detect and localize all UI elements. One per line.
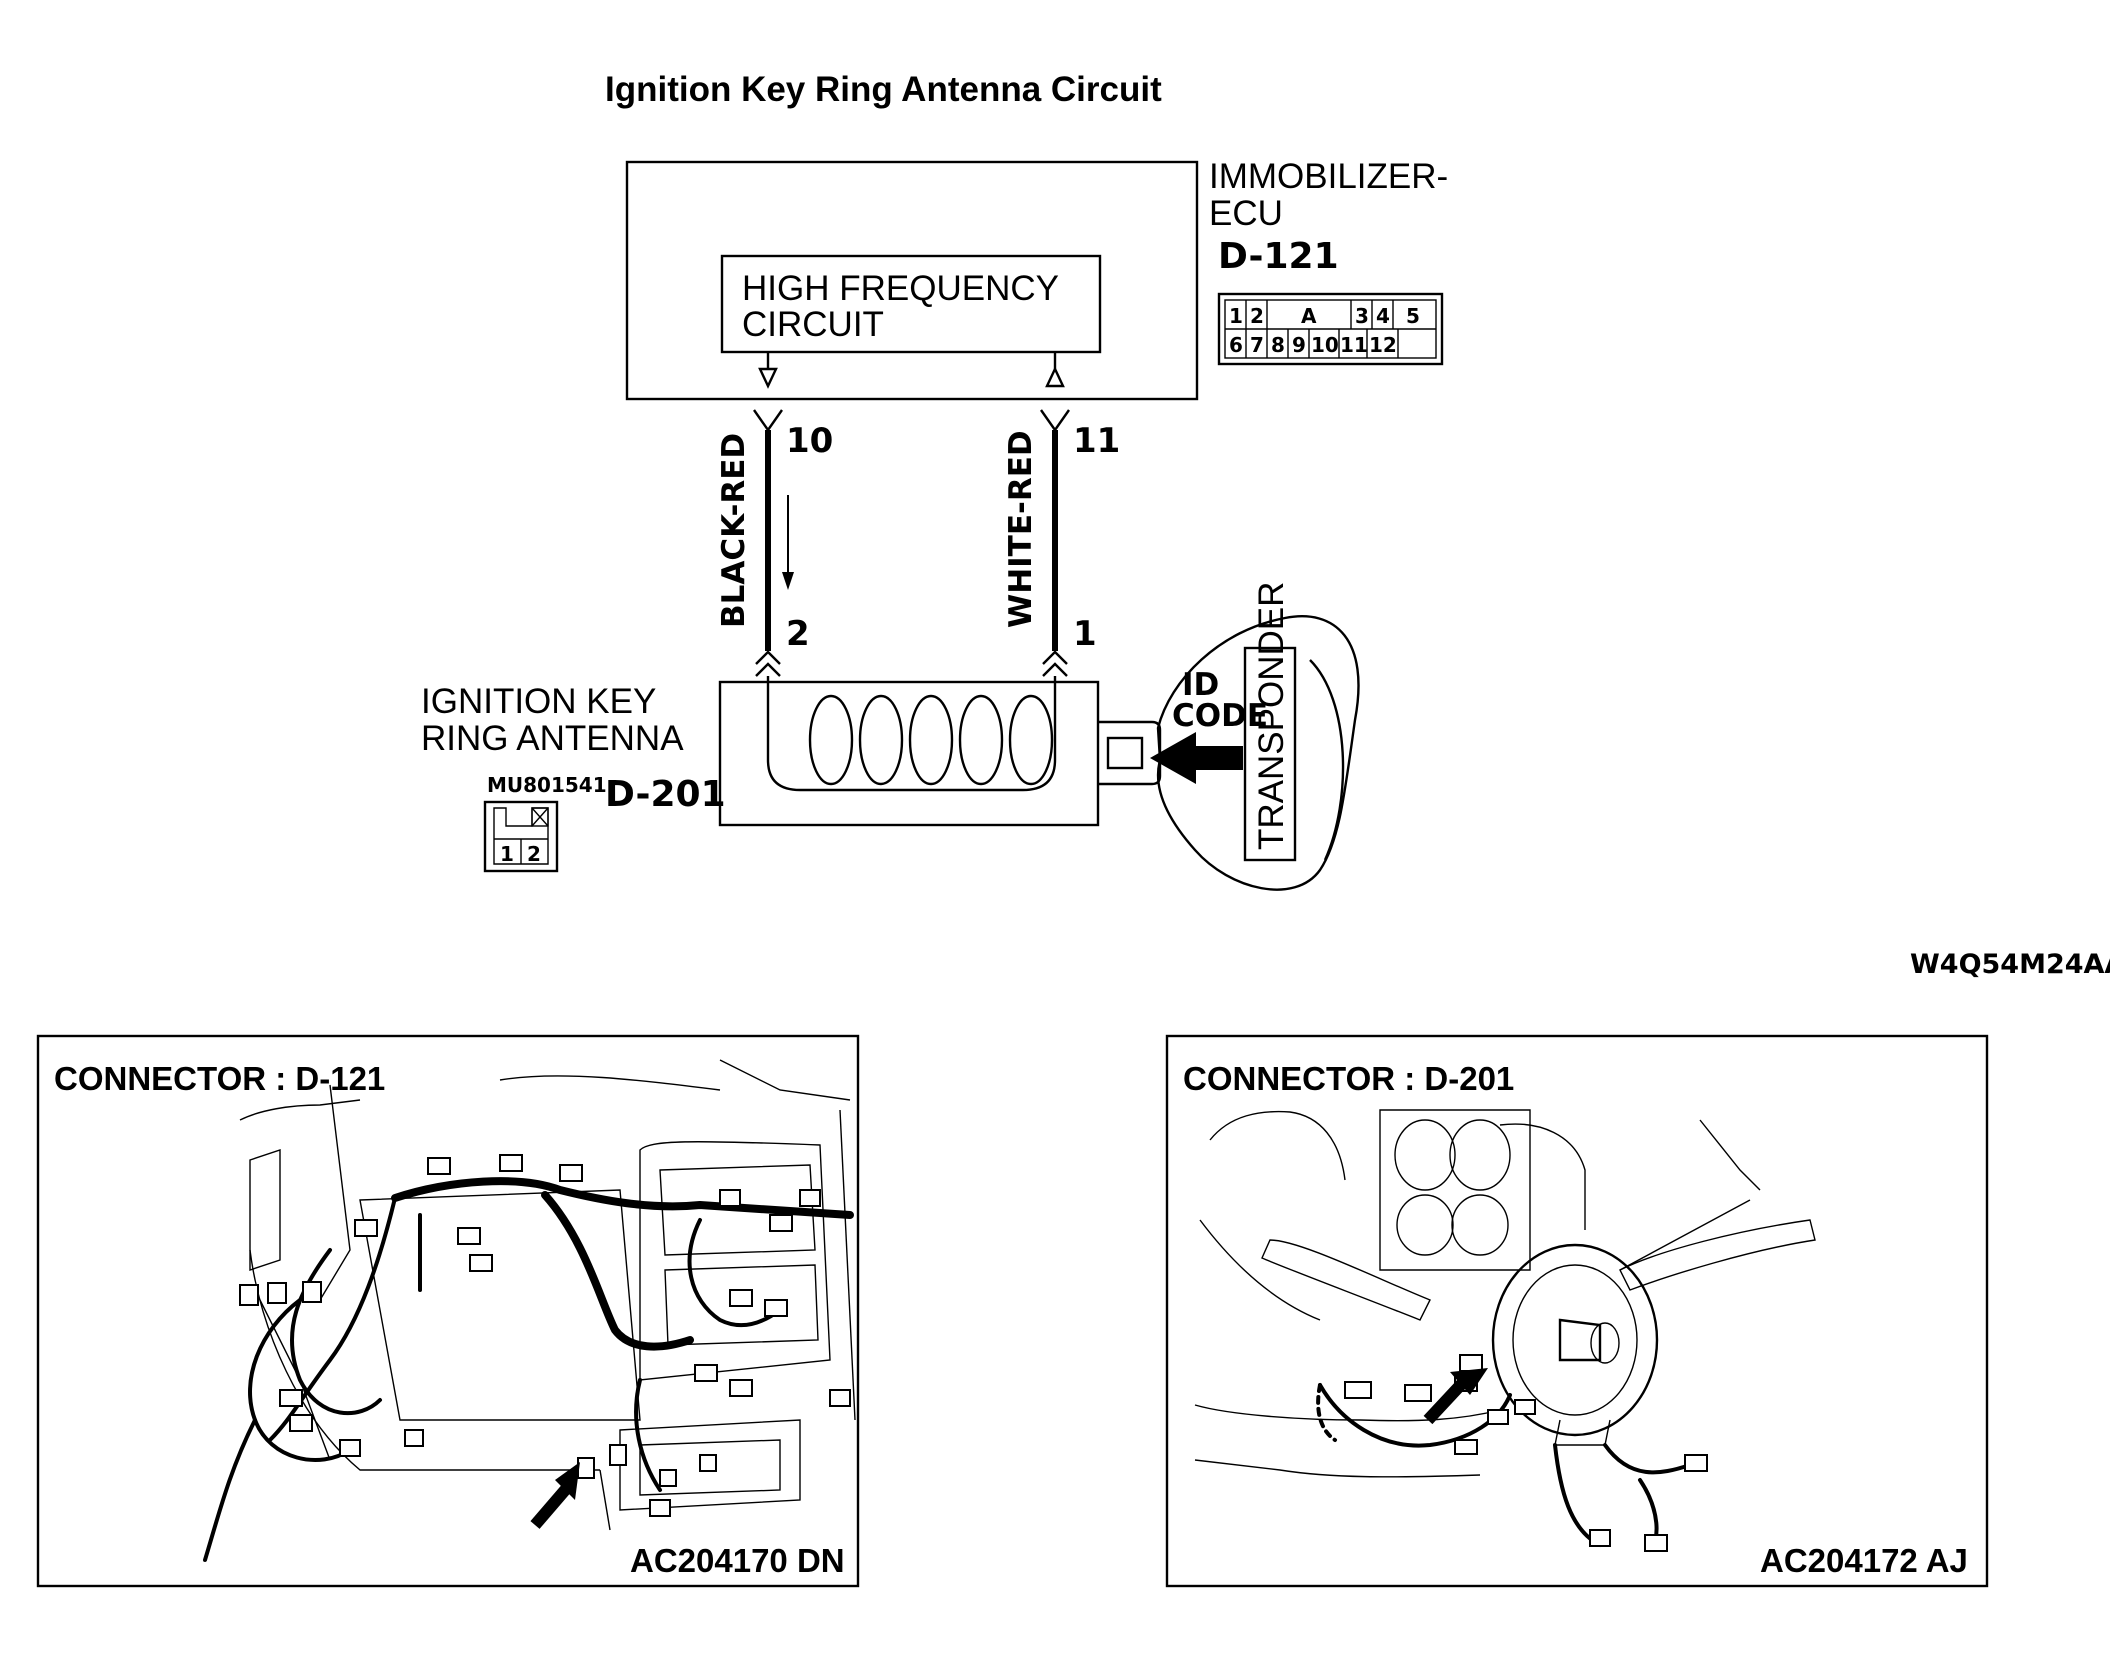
antenna-connector-face: 1 2: [483, 800, 559, 873]
antenna-pin-2: 2: [527, 842, 541, 866]
ecu-pin-10: 10: [1311, 333, 1339, 357]
ecu-connector-face: 1 2 A 3 4 5 6 7 8 9 10 11 12: [1217, 292, 1444, 366]
antenna-part-number: MU801541: [487, 773, 607, 797]
ecu-pin-5: 5: [1406, 304, 1420, 328]
ecu-connector-id: D-121: [1218, 236, 1339, 277]
ecu-pin-12: 12: [1369, 333, 1397, 357]
immobilizer-ecu-box: [625, 160, 1199, 401]
antenna-wire-pin-2: 2: [786, 614, 810, 654]
antenna-pin-1: 1: [500, 842, 514, 866]
ecu-pin-1: 1: [1229, 304, 1243, 328]
ignition-key-icon: [1098, 615, 1360, 891]
ecu-wire-pin-11: 11: [1073, 421, 1120, 461]
ecu-pin-9: 9: [1292, 333, 1306, 357]
ecu-wire-pin-10: 10: [786, 421, 833, 461]
ecu-pin-a: A: [1301, 304, 1317, 328]
high-frequency-label-1: HIGH FREQUENCY: [742, 269, 1059, 308]
ecu-pin-8: 8: [1271, 333, 1285, 357]
ecu-pin-4: 4: [1376, 304, 1390, 328]
current-arrow-icon: [782, 572, 794, 590]
wire-white-red: [1040, 409, 1070, 677]
figure-code: W4Q54M24AA: [1910, 949, 2110, 980]
ecu-pin-2: 2: [1250, 304, 1264, 328]
id-code-label-1: ID: [1182, 667, 1219, 703]
antenna-wire-pin-1: 1: [1073, 614, 1097, 654]
connector-view-code-d201: AC204172 AJ: [1760, 1542, 1968, 1579]
ecu-pin-7: 7: [1250, 333, 1264, 357]
ecu-pin-11: 11: [1340, 333, 1368, 357]
high-frequency-circuit-box: [720, 254, 1102, 354]
steering-column-illustration: [1194, 1109, 1816, 1552]
wire-black-red: [753, 409, 794, 677]
id-code-label-2: CODE: [1172, 698, 1268, 734]
ecu-name-2: ECU: [1209, 194, 1283, 233]
connector-view-d121: CONNECTOR : D-121 AC204170 DN: [36, 1034, 860, 1588]
connector-view-title-d201: CONNECTOR : D-201: [1183, 1060, 1514, 1097]
antenna-name-2: RING ANTENNA: [421, 719, 684, 758]
id-code-arrow-icon: [1150, 732, 1243, 784]
dashboard-wiring-illustration: [203, 1059, 856, 1562]
locator-arrow-d121-shaft: [530, 1478, 577, 1529]
ring-antenna-box: [718, 680, 1100, 827]
ecu-name-1: IMMOBILIZER-: [1209, 157, 1448, 196]
antenna-name-1: IGNITION KEY: [421, 682, 656, 721]
input-triangle-icon: [1045, 366, 1065, 388]
output-triangle-icon: [758, 367, 778, 389]
locator-arrow-d201-shaft: [1423, 1371, 1474, 1425]
transponder-label: TRANSPONDER: [1252, 582, 1291, 850]
high-frequency-label-2: CIRCUIT: [742, 305, 884, 344]
wire-color-white-red: WHITE-RED: [1003, 430, 1039, 628]
ecu-pin-3: 3: [1355, 304, 1369, 328]
diagram-title: Ignition Key Ring Antenna Circuit: [605, 70, 1162, 109]
connector-view-title-d121: CONNECTOR : D-121: [54, 1060, 385, 1097]
wire-color-black-red: BLACK-RED: [716, 433, 752, 628]
antenna-connector-id: D-201: [605, 774, 726, 815]
antenna-coil-icon: [766, 676, 1057, 792]
ecu-pin-6: 6: [1229, 333, 1243, 357]
connector-view-d201: CONNECTOR : D-201 AC204172 AJ: [1165, 1034, 1989, 1588]
connector-view-code-d121: AC204170 DN: [630, 1542, 845, 1579]
